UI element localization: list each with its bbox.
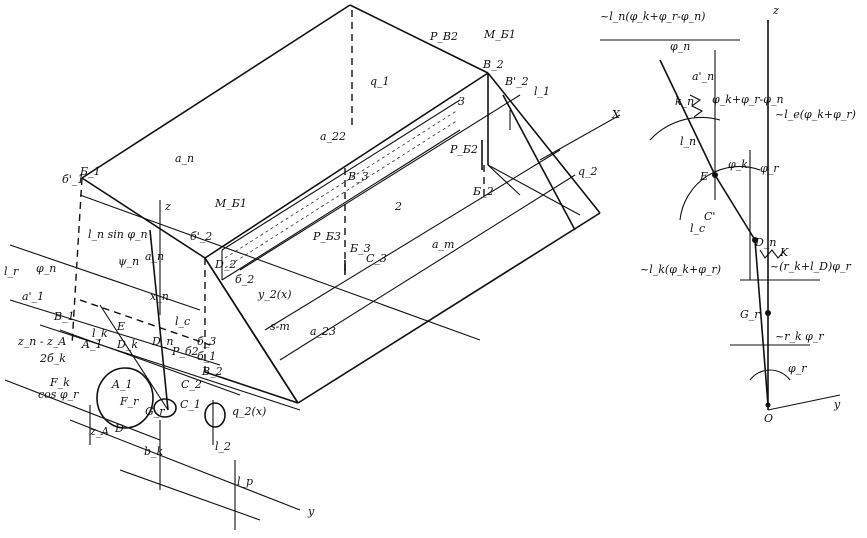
label-p-b2: P_B2 [429, 30, 458, 43]
label-c3: C_3 [366, 252, 387, 265]
label-d2: D_2 [214, 258, 236, 271]
label-z-axis-r: z [772, 4, 779, 17]
label-phi-r-r: φ_r [760, 162, 779, 175]
label-a1-prime: a'_1 [22, 290, 44, 303]
label-r-k-expr: ~r_k φ_r [775, 330, 824, 343]
label-k-r: K [779, 246, 789, 259]
label-a22: a_22 [320, 130, 346, 143]
label-f-k: F_k [49, 376, 70, 389]
label-b3: B_3 [347, 170, 369, 183]
label-l-c-r: l_c [690, 222, 705, 235]
label-g-r: G_r [145, 405, 165, 418]
label-b2-left: б'_2 [190, 230, 212, 243]
label-a-dim-low: a_m [432, 238, 455, 251]
label-p-b2-mid: P_Б2 [449, 143, 478, 156]
label-s-dim: s-m [270, 320, 290, 333]
label-a23: a_23 [310, 325, 336, 338]
label-two: 2 [394, 200, 402, 213]
label-three-top: 3 [458, 95, 465, 108]
label-b1-prime: б'_1 [62, 173, 84, 186]
label-a1: A_1 [81, 338, 102, 351]
label-phi-sum: φ_k+φ_r-φ_n [712, 93, 784, 106]
label-a-small: A_1 [111, 378, 132, 391]
label-g-r-r: G_r [740, 308, 760, 321]
label-cos: cos φ_r [38, 388, 79, 401]
label-c-small: C_1 [180, 398, 201, 411]
label-l-p: l_p [237, 475, 253, 488]
drawing-labels: P_B2 M_Б1 q_1 B_2 B'_2 3 l_1 X a_22 q_2 … [4, 4, 856, 518]
label-psi-n: ψ_n [118, 255, 139, 268]
label-x-axis: X [611, 108, 621, 121]
label-z-a: z_A [89, 425, 109, 438]
label-big-b1: B_1 [53, 310, 75, 323]
label-p-b2-low: P_б2 [171, 345, 199, 358]
label-phi-k-r: φ_k [728, 158, 748, 171]
label-r-expr: ~(r_k+l_D)φ_r [770, 260, 851, 273]
label-l-n-r: l_n [680, 135, 696, 148]
label-d-n-r: D_n [754, 236, 776, 249]
label-l1: l_1 [534, 85, 550, 98]
label-y-axis-r: y [833, 398, 841, 411]
label-k-n: k_n [675, 95, 694, 108]
label-m-b1-mid: M_Б1 [214, 197, 247, 210]
label-q1: q_1 [370, 75, 390, 88]
label-c-prime: C' [704, 210, 715, 223]
label-big-b: B_2 [201, 365, 223, 378]
label-z-axis-left: z [164, 200, 171, 213]
label-b2-mid: Б_2 [472, 185, 494, 198]
label-c2: C_2 [181, 378, 202, 391]
label-l-n-sin: l_n sin φ_n [88, 228, 148, 241]
label-a-dim-top: a_n [175, 152, 194, 165]
label-d-n: D_n [151, 335, 173, 348]
label-l-c: l_c [175, 315, 190, 328]
label-e-r: E [699, 170, 708, 183]
label-q2: q_2 [578, 165, 598, 178]
label-d-k: D_k [116, 338, 138, 351]
label-o: O [764, 412, 773, 425]
label-d-small: D [114, 422, 124, 435]
label-b1-small: б_1 [197, 350, 216, 363]
prism-body [4, 4, 621, 530]
label-l-k: l_k [92, 327, 108, 340]
label-b2-top: B_2 [482, 58, 504, 71]
label-l-k-expr: ~l_k(φ_k+φ_r) [640, 263, 721, 276]
label-b3-small: б_3 [197, 335, 216, 348]
label-x-n: x_n [150, 290, 169, 303]
label-a-n-r: a'_n [692, 70, 714, 83]
label-phi-n-r: φ_n [670, 40, 690, 53]
label-l2: l_2 [215, 440, 231, 453]
label-e: E [116, 320, 125, 333]
label-m-b1-top: M_Б1 [483, 28, 516, 41]
label-a-n: a_n [145, 250, 164, 263]
label-p-b3: P_Б3 [312, 230, 341, 243]
label-l-e-expr: ~l_e(φ_k+φ_r) [775, 108, 856, 121]
label-y2: y_2(x) [257, 288, 292, 301]
label-l-r: l_r [4, 265, 19, 278]
label-y-axis-left: y [307, 505, 315, 518]
label-b1: Б_1 [79, 165, 101, 178]
label-f-r: F_r [119, 395, 139, 408]
label-q2x: q_2(x) [232, 405, 266, 418]
label-b-k: b_k [144, 445, 164, 458]
label-b2-under: б_2 [235, 273, 254, 286]
label-two-bk: 2б_k [39, 352, 66, 365]
label-b2-prime: B'_2 [504, 75, 529, 88]
label-b3-low: Б_3 [349, 242, 371, 255]
label-r-top1: ~l_n(φ_k+φ_r-φ_n) [600, 10, 705, 23]
label-phi-n: φ_n [36, 262, 56, 275]
kinematic-scheme [600, 20, 841, 411]
label-zn-za: z_n - z_A [17, 335, 66, 348]
label-phi-t: φ_r [788, 362, 807, 375]
